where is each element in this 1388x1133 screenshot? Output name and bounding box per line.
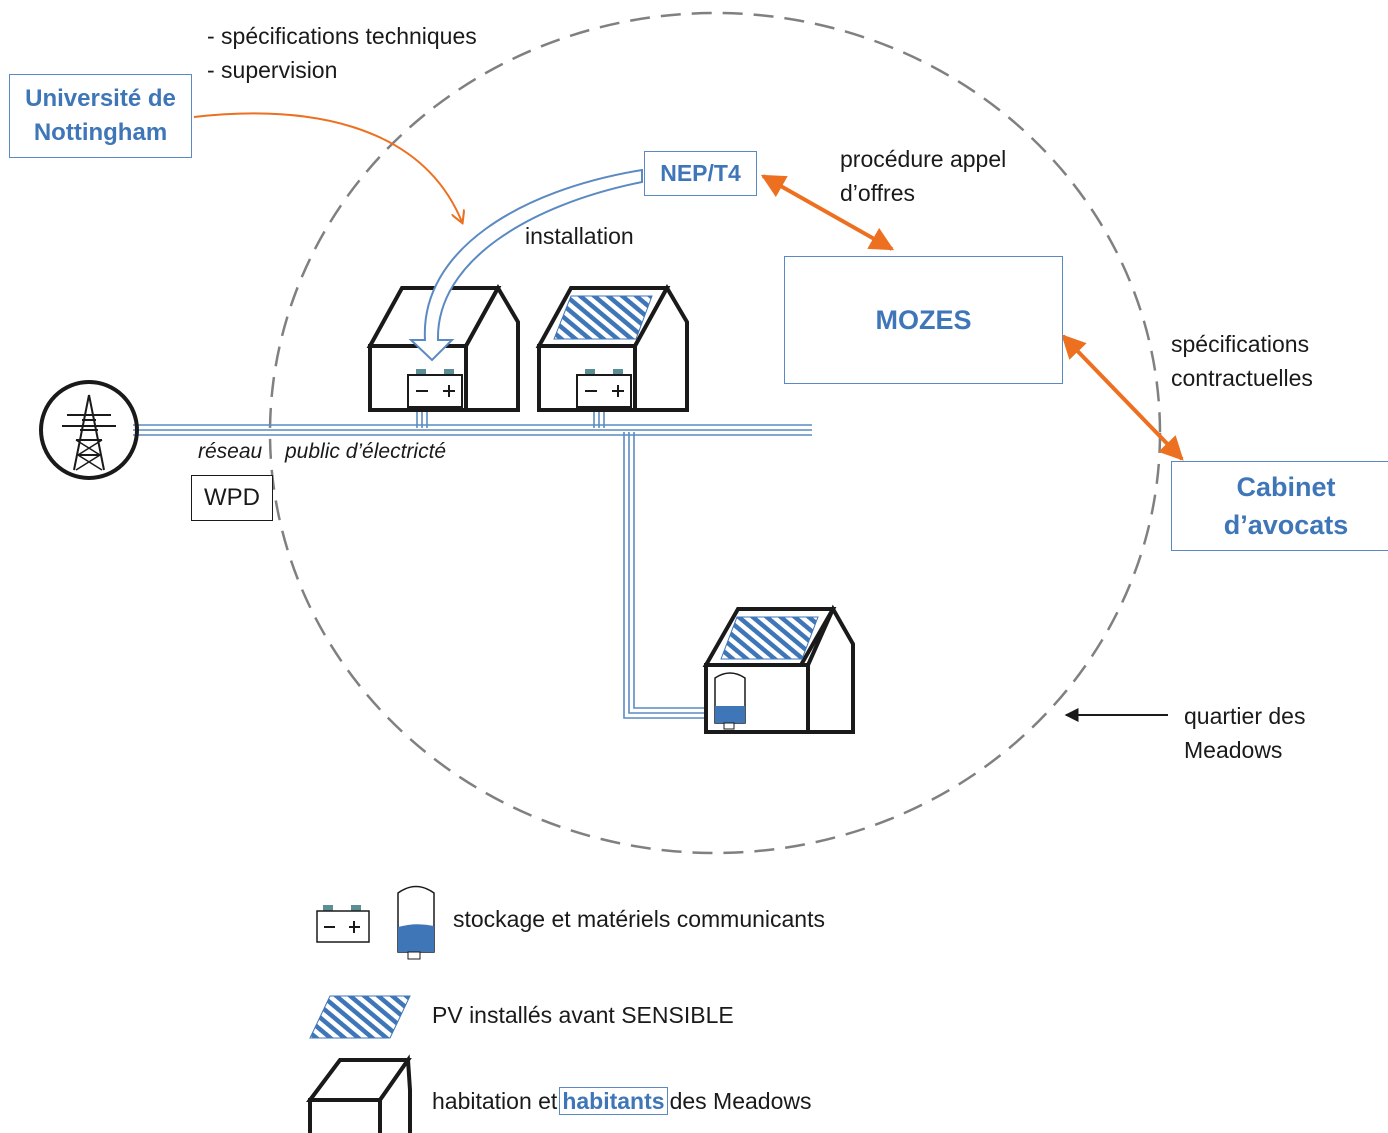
quartier-line1: quartier des: [1184, 703, 1306, 729]
reseau-label-b: public d’électricté: [285, 440, 447, 463]
universite-arrow: [193, 112, 462, 222]
installation-label: installation: [525, 223, 634, 249]
procedure-line2: d’offres: [840, 180, 916, 206]
wpd-label: WPD: [204, 484, 260, 511]
universite-node: Université de Nottingham: [9, 74, 192, 158]
wpd-node: WPD: [191, 475, 273, 521]
legend-habitation-post: des Meadows: [669, 1088, 812, 1114]
installation-arrow: [408, 168, 643, 362]
legend-battery-icon: [316, 905, 370, 943]
cabinet-line2: d’avocats: [1223, 510, 1349, 540]
pylon-icon: [39, 380, 139, 480]
legend-house-icon: [306, 1054, 412, 1133]
pv-panel: [720, 616, 819, 660]
cabinet-line1: Cabinet: [1236, 472, 1336, 502]
reseau-label-a: réseau: [198, 440, 263, 463]
legend-storage: stockage et matériels communicants: [453, 906, 825, 932]
nep-label: NEP/T4: [660, 160, 741, 186]
tank-icon: [714, 672, 746, 730]
quartier-line2: Meadows: [1184, 737, 1283, 763]
nep-node: NEP/T4: [644, 151, 757, 196]
specs-line2: contractuelles: [1171, 365, 1313, 391]
legend-habitation-pre: habitation et: [432, 1088, 558, 1114]
mozes-label: MOZES: [875, 304, 972, 335]
legend-habitants-highlight: habitants: [559, 1087, 668, 1115]
mozes-cabinet-arrow: [1061, 334, 1184, 461]
legend-tank-icon: [397, 885, 435, 960]
mozes-node: MOZES: [784, 256, 1063, 384]
legend-pv: PV installés avant SENSIBLE: [432, 1002, 734, 1028]
battery-icon: [576, 369, 632, 408]
specs-line1: spécifications: [1171, 331, 1310, 357]
uni-task-2: - supervision: [207, 57, 338, 83]
cabinet-node: Cabinet d’avocats: [1171, 461, 1388, 551]
battery-icon: [407, 369, 463, 408]
procedure-line1: procédure appel: [840, 146, 1007, 172]
universite-line1: Université de: [25, 85, 176, 112]
nep-mozes-arrow: [760, 174, 895, 251]
legend-pv-icon: [309, 995, 411, 1039]
uni-task-1: - spécifications techniques: [207, 23, 477, 49]
universite-line2: Nottingham: [33, 119, 168, 146]
electricity-network: [133, 407, 812, 719]
pv-panel: [553, 295, 653, 340]
